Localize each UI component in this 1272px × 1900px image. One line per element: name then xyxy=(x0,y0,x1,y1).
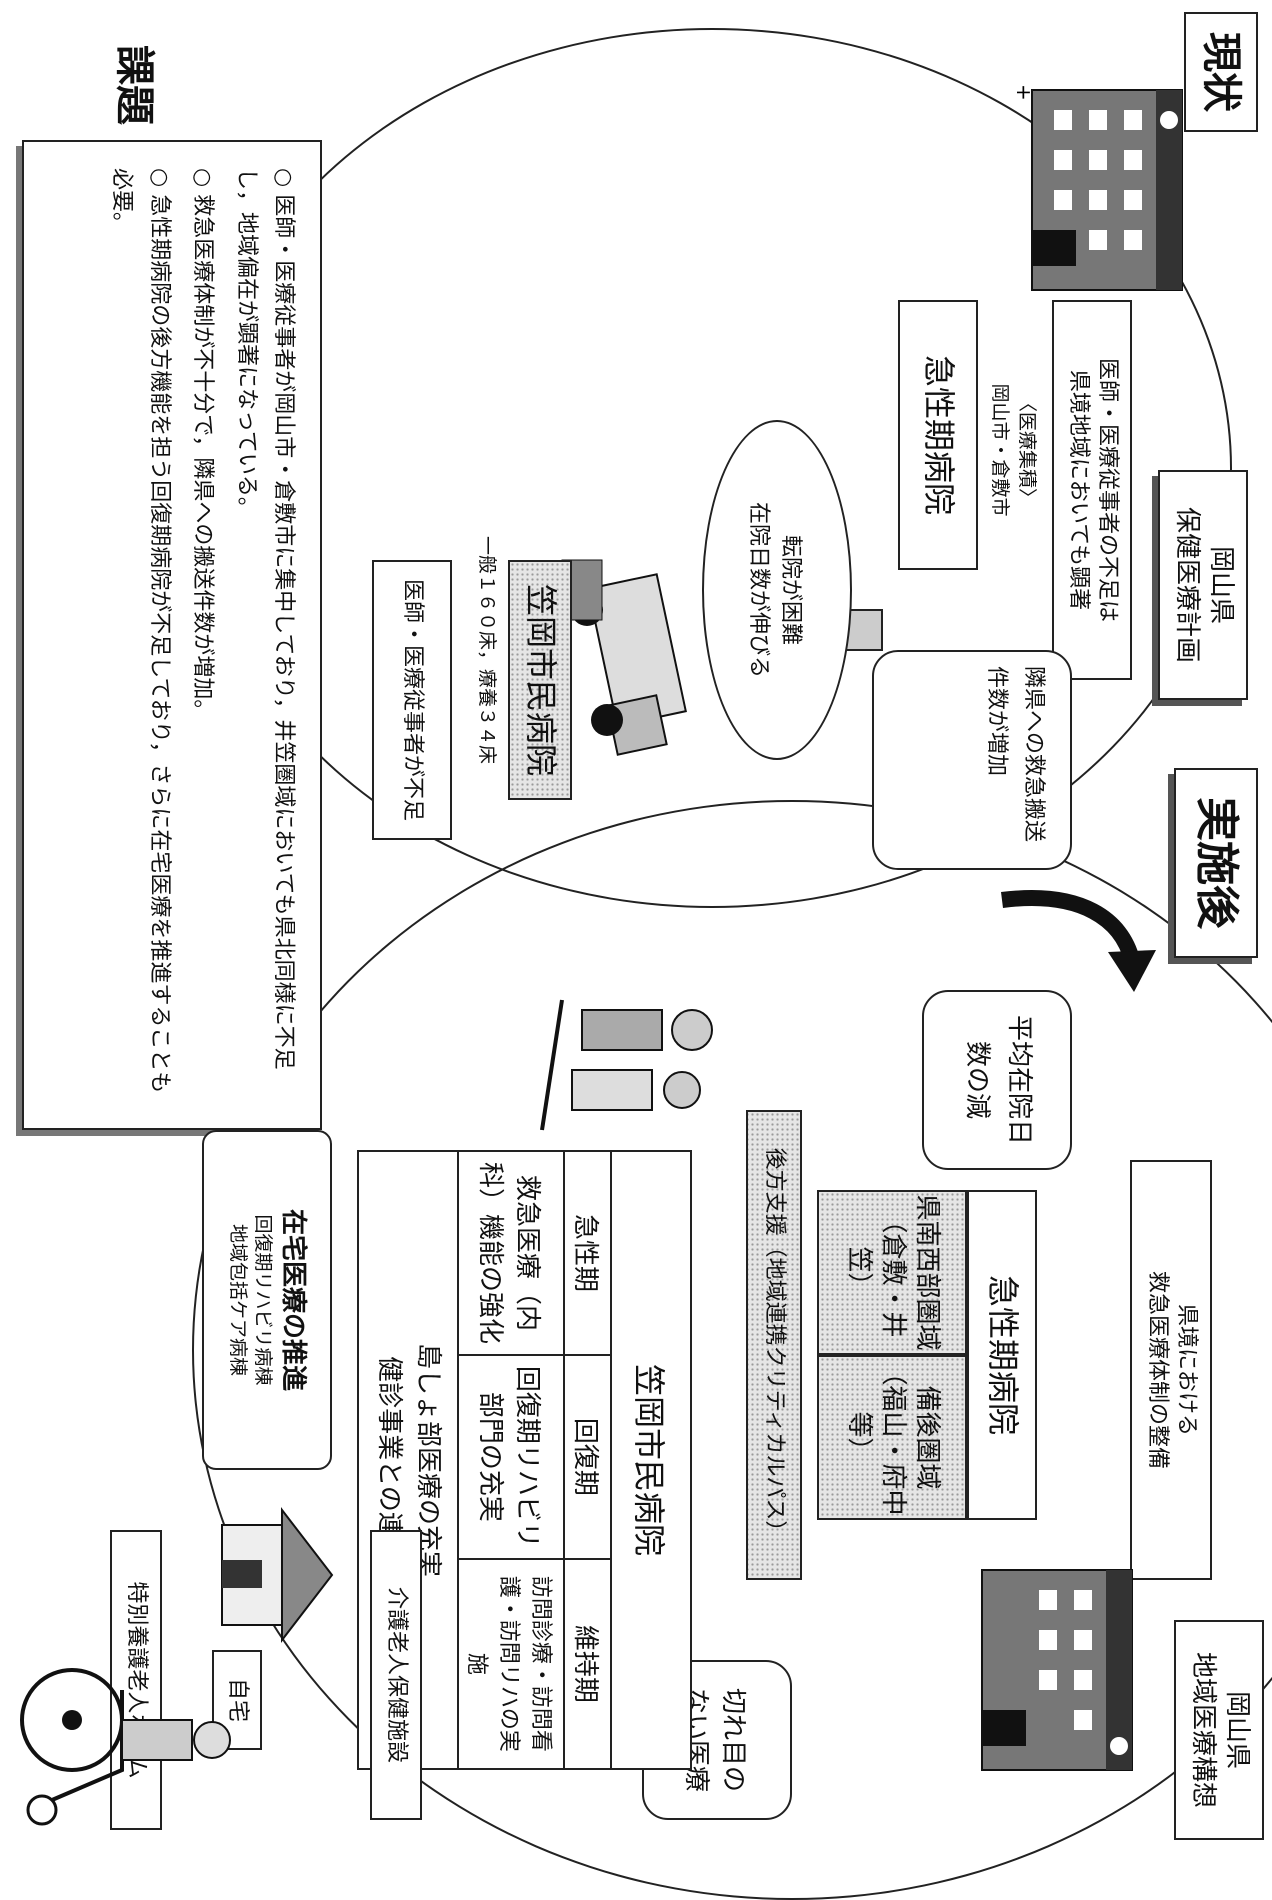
left-acute-hospital: 急性期病院 xyxy=(898,300,978,570)
hospital-building-icon: + xyxy=(1012,84,1183,291)
plan-title: 岡山県 保健医療計画 xyxy=(1158,470,1248,700)
right-acute-header: 急性期病院 xyxy=(967,1190,1037,1520)
vision-title: 岡山県 地域医療構想 xyxy=(1174,1620,1264,1840)
hospital-building-icon xyxy=(981,1569,1133,1771)
wheelchair-icon xyxy=(20,1668,231,1826)
emergency-note: 県境における 救急医療体制の整備 xyxy=(1130,1160,1212,1580)
facility-elderly-health: 介護老人保健施設 xyxy=(370,1530,422,1820)
region-southwest: 県南西部圏域 （倉敷・井笠） xyxy=(817,1190,967,1355)
issue-item: ○ 急性期病院の後方機能を担う回復期病院が不足しており，さらに在宅医療を推進する… xyxy=(109,168,172,1094)
label-current: 現状 xyxy=(1184,12,1258,132)
phase-name: 回復期 xyxy=(564,1354,611,1559)
phase-name: 急性期 xyxy=(564,1151,611,1355)
left-beds: 一般１６０床，療養３４床 xyxy=(476,535,498,764)
right-hospital-name: 笠岡市民病院 xyxy=(611,1151,691,1769)
left-hospital-name: 笠岡市民病院 xyxy=(508,560,572,800)
issues-list: ○ 医師・医療従事者が岡山市・倉敷市に集中しており，井笠圏域においても県北同様に… xyxy=(103,168,302,1102)
backup-support-band: 後方支援（地域連携クリティカルパス） xyxy=(746,1110,802,1580)
issue-item: ○ 医師・医療従事者が岡山市・倉敷市に集中しており，井笠圏域においても県北同様に… xyxy=(233,168,296,1070)
staff-shortage: 医師・医療従事者が不足 xyxy=(372,560,452,840)
phase-detail: 訪問診療・訪問看護・訪問リハの実施 xyxy=(458,1558,564,1769)
walking-rehab-icon xyxy=(540,999,713,1131)
curved-arrow-icon xyxy=(1001,890,1156,992)
label-issues: 課題 xyxy=(96,20,172,150)
issues-box: ○ 医師・医療従事者が岡山市・倉敷市に集中しており，井笠圏域においても県北同様に… xyxy=(22,140,322,1130)
phase-name: 維持期 xyxy=(564,1558,611,1769)
phase-detail: 救急医療（内科）機能の強化 xyxy=(458,1151,564,1355)
stay-reduction-bubble: 平均在院日数の減 xyxy=(922,990,1072,1170)
transfer-note: 転院が困難 在院日数が伸びる xyxy=(702,420,852,760)
shortage-note: 医師・医療従事者の不足は 県境地域においても顕著 xyxy=(1052,300,1132,680)
svg-text:+: + xyxy=(1012,84,1036,101)
neighbor-transport-bubble: 隣県への救急搬送件数が増加 xyxy=(872,650,1072,870)
region-bingo: 備後圏域 （福山・府中等） xyxy=(817,1355,967,1520)
home-care-box: 在宅医療の推進 回復期リハビリ病棟 地域包括ケア病棟 xyxy=(202,1130,332,1470)
phase-detail: 回復期リハビリ部門の充実 xyxy=(458,1354,564,1559)
issue-item: ○ 救急医療体制が不十分で，隣県への搬送件数が増加。 xyxy=(190,168,216,722)
concentration-label: 〈医療集積〉 岡山市・倉敷市 xyxy=(989,383,1038,517)
label-after: 実施後 xyxy=(1174,768,1258,958)
ambulance-icon xyxy=(561,559,687,756)
house-icon xyxy=(221,1507,334,1643)
